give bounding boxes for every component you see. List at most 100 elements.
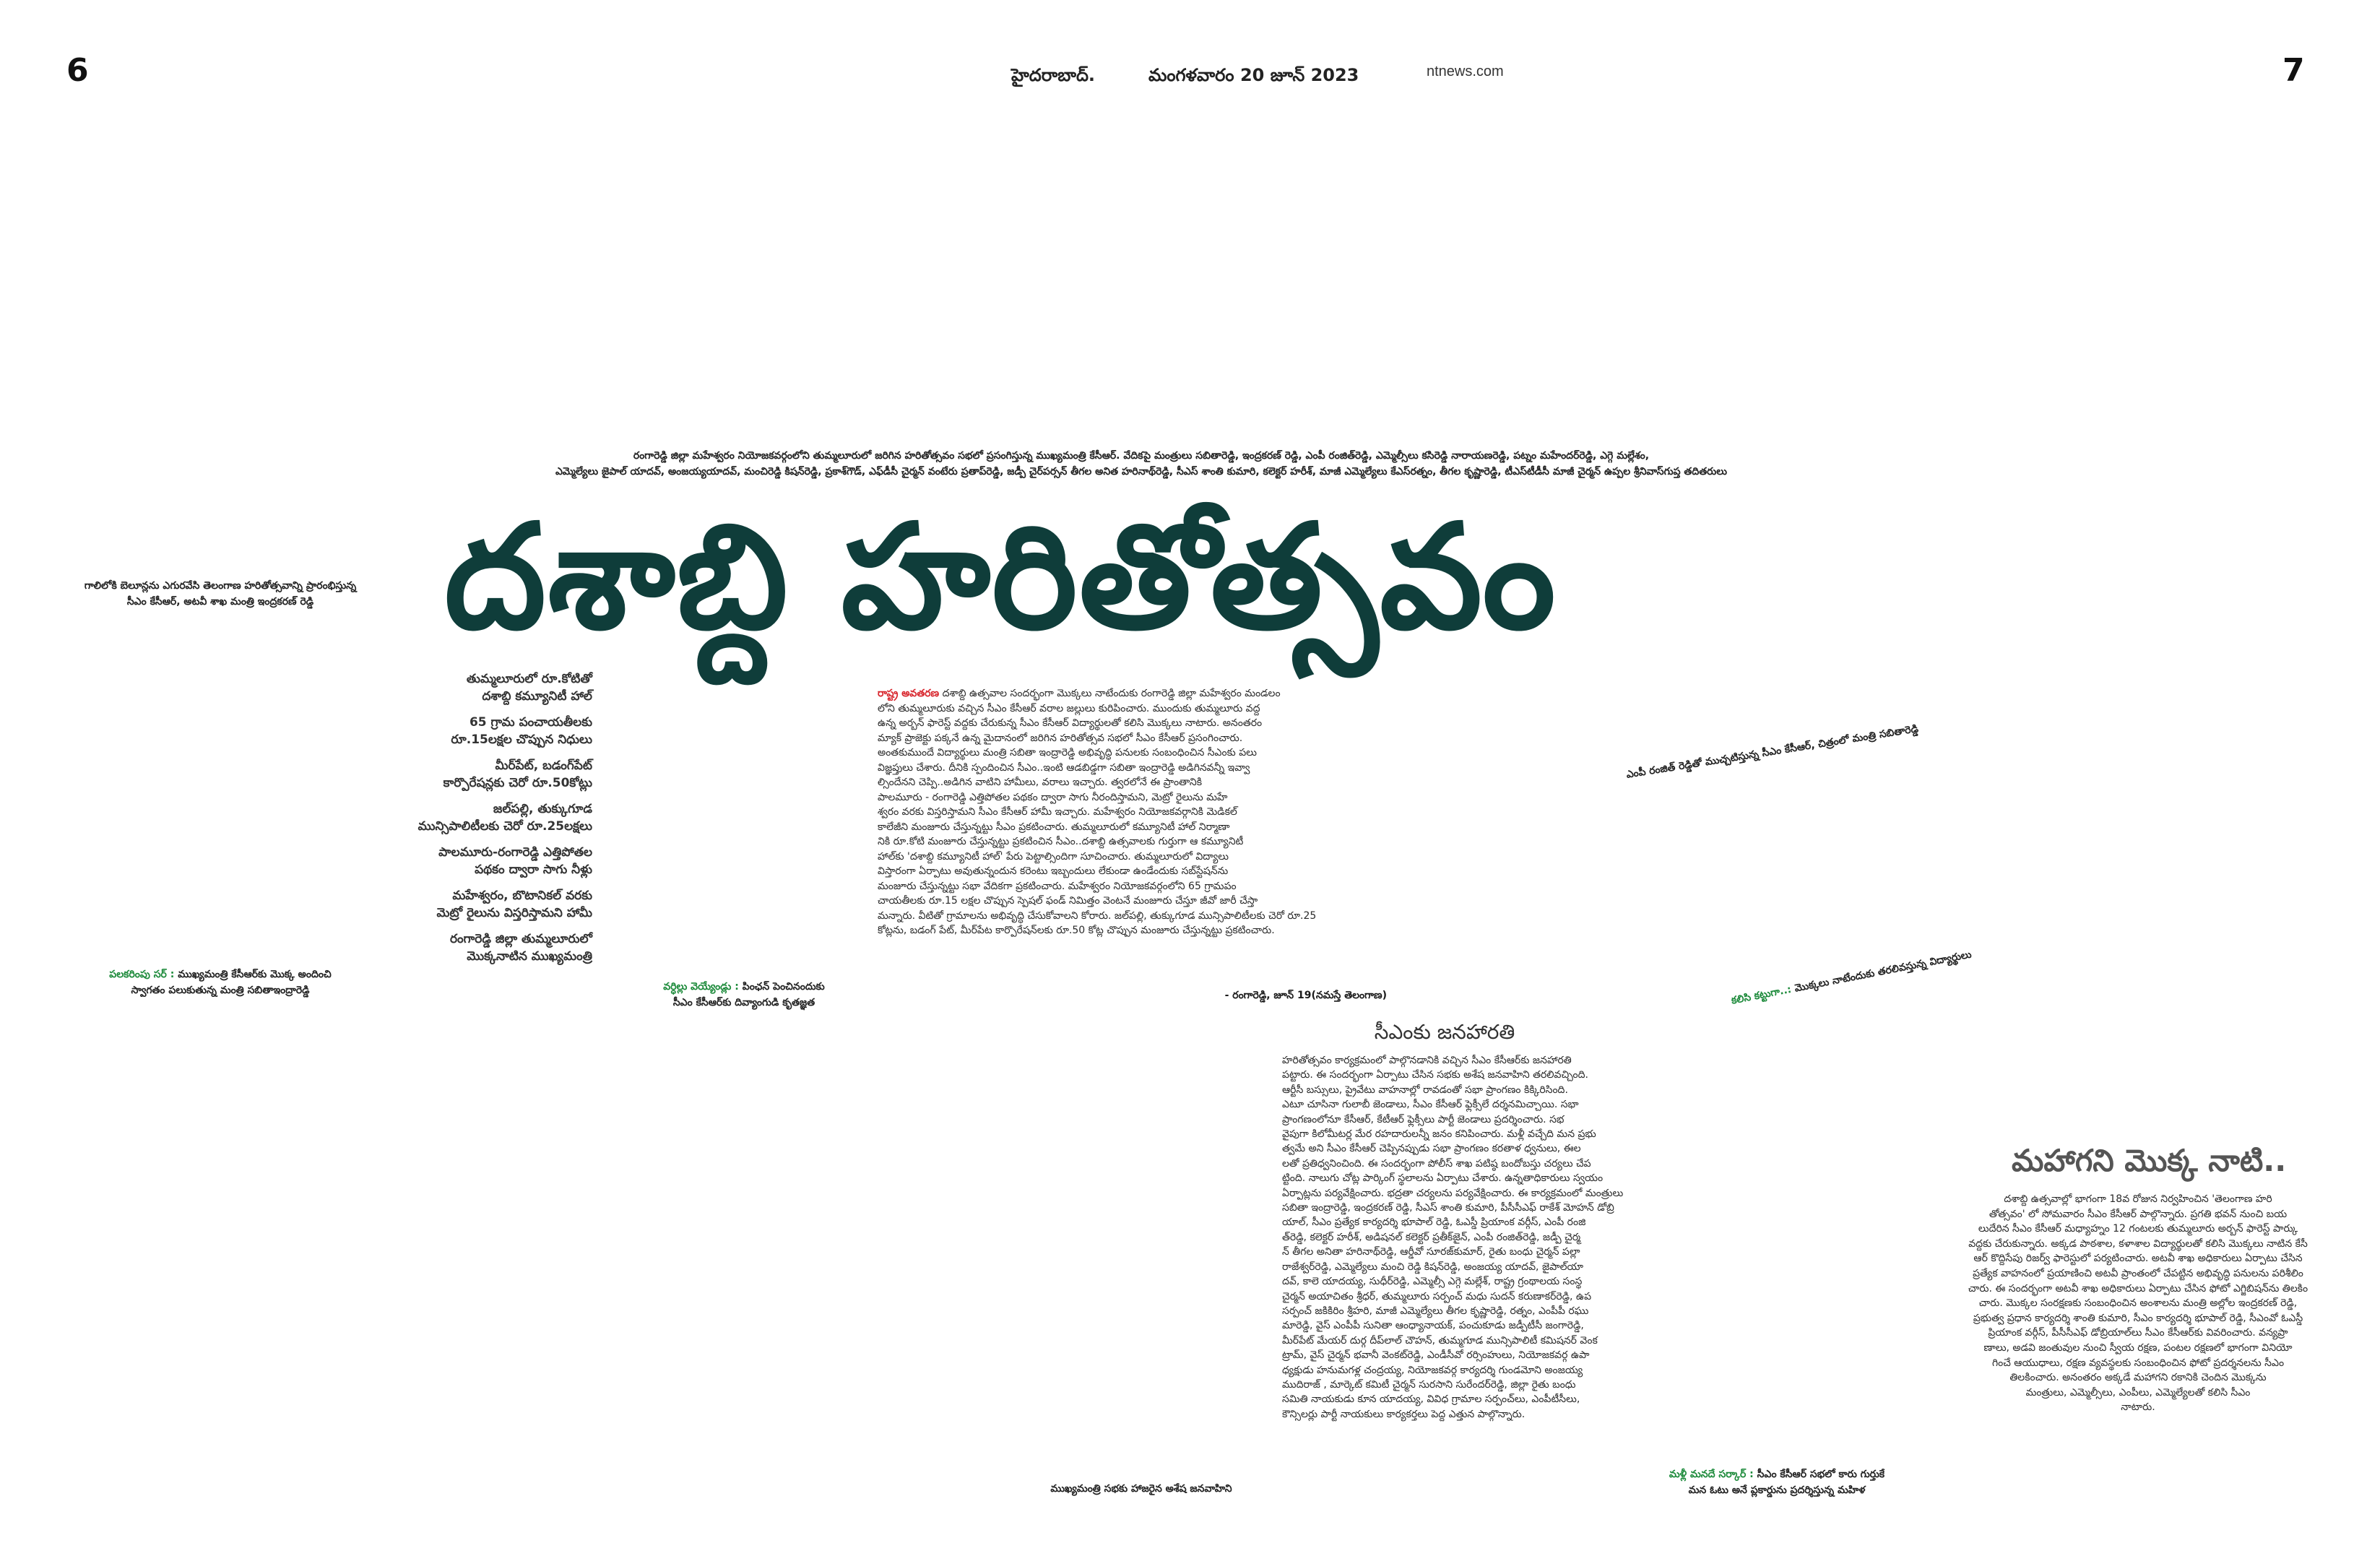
story3-body: దశాబ్ది ఉత్సవాల్లో భాగంగా 18వ రోజున నిర్… <box>1950 1192 2326 1415</box>
story-line: దశాబ్ది ఉత్సవాల్లో భాగంగా 18వ రోజున నిర్… <box>1950 1192 2326 1207</box>
main-story: రాష్ట్ర అవతరణ దశాబ్ది ఉత్సవాల సందర్భంగా … <box>878 686 1387 938</box>
story-line-text: శ్వరం వరకు విస్తరిస్తామని సీఎం కేసీఆర్ హ… <box>878 806 1237 818</box>
story-line-text: ఉన్న అర్బన్ ఫారెస్ట్ వద్దకు చేరుకున్న సీ… <box>878 717 1263 729</box>
page-number-right: 7 <box>2282 52 2305 89</box>
story-line-text: చారు. ఈ సందర్భంగా అటవీ శాఖ అధికారులు ఏర్… <box>1968 1282 2308 1295</box>
story-line-text: అంతకుముందే విద్యార్థులు మంత్రి సబితా ఇంద… <box>878 747 1257 758</box>
caption-crowd: ముఖ్యమంత్రి సభకు హాజరైన అశేష జనవాహిని <box>1050 1483 1232 1495</box>
story-line-text: చైర్మన్ అయాచితం శ్రీధర్, తుమ్మలూరు సర్పం… <box>1282 1290 1592 1302</box>
story-line-text: కోట్లను, బడంగ్ పేట్, మీర్‌పేట కార్పొరేషన… <box>878 925 1275 936</box>
story-line: పట్టారు. ఈ సందర్భంగా ఏర్పాటు చేసిన సభకు … <box>1282 1068 1636 1082</box>
caption-welcome-label: పలకరింపు సర్ : <box>109 969 175 980</box>
story-line: కాలేజీని మంజూరు చేస్తున్నట్టు సీఎం ప్రకట… <box>878 820 1387 835</box>
highlight-line-2: మొక్కనాటిన ముఖ్యమంత్రి <box>467 949 592 964</box>
story-line-text: ల్సిందేనని చెప్పి..అడిగిన వాటిని హామీలు,… <box>878 777 1203 788</box>
story-line-text: ణాలు, అడవి జంతువుల నుంచి స్వీయ రక్షణ, పం… <box>1983 1341 2293 1354</box>
story-line-text: సమితి నాయకుడు కూన యాదయ్య, వివిధ గ్రామాల … <box>1282 1393 1580 1406</box>
story-line: కౌన్సిలర్లు పార్టీ నాయకులు కార్యకర్తలు ప… <box>1282 1407 1636 1422</box>
caption-car-line-2: మన ఓటు అనే ప్లకార్డును ప్రదర్శిస్తున్న మ… <box>1688 1484 1866 1496</box>
story-line: చాయతీలకు రూ.15 లక్షల చొప్పున స్పెషల్ ఫండ… <box>878 894 1387 909</box>
highlight-line-2: కార్పొరేషన్లకు చెరో రూ.50కోట్లు <box>443 776 592 790</box>
story-line: లతో ప్రతిధ్వనించింది. ఈ సందర్భంగా పోలీస్… <box>1282 1157 1636 1171</box>
story-line: పాలమూరు - రంగారెడ్డి ఎత్తిపోతల పథకం ద్వా… <box>878 790 1387 805</box>
story2-title: సీఎంకు జనహారతి <box>1374 1020 1515 1044</box>
story-line-text: ప్రత్యేక వాహనంలో ప్రయాణించి అటవీ ప్రాంతం… <box>1973 1267 2303 1279</box>
story2-body: హరితోత్సవం కార్యక్రమంలో పాల్గొనడానికి వచ… <box>1282 1053 1636 1422</box>
page-number-left: 6 <box>66 52 89 89</box>
story-line-text: వైపుగా కిలోమీటర్ల మేర రహదారులన్నీ జనం కన… <box>1282 1128 1596 1141</box>
story-line-text: పట్టారు. ఈ సందర్భంగా ఏర్పాటు చేసిన సభకు … <box>1282 1069 1588 1081</box>
story-line: ల్సిందేనని చెప్పి..అడిగిన వాటిని హామీలు,… <box>878 775 1387 790</box>
highlight-line-1: 65 గ్రామ పంచాయతీలకు <box>469 715 592 730</box>
highlight-line-1: రంగారెడ్డి జిల్లా తుమ్మలూరులో <box>449 932 592 946</box>
story-line-text: దవ్, కాలె యాదయ్య, సుధీర్‌రెడ్డి, ఎమ్మెల్… <box>1282 1276 1583 1288</box>
story-line-text: లోని తుమ్మలూరుకు వచ్చిన సీఎం కేసీఆర్ వరా… <box>878 702 1260 714</box>
story-line: ప్రాంగణంలోనూ కేసీఆర్, కేటీఆర్ ఫ్లెక్సీలు… <box>1282 1112 1636 1127</box>
story-line: మారెడ్డి, వైస్ ఎంపీపీ సునితా ఆంధ్యానాయక్… <box>1282 1318 1636 1333</box>
main-story-dateline: - రంగారెడ్డి, జూన్ 19(నమస్తే తెలంగాణ) <box>1224 990 1387 1001</box>
story-line-text: నికి రూ.కోటి మంజూరు చేస్తున్నట్టు ప్రకటి… <box>878 836 1244 847</box>
story-line-text: ఆర్ కొద్దిసేపు రిజర్వ్ ఫారెస్టులో పర్యటి… <box>1973 1253 2303 1265</box>
story-line-text: యాల్, సీఎం ప్రత్యేక కార్యదర్శి భూపాల్ రె… <box>1282 1216 1586 1229</box>
highlight-line-1: జల్‌పల్లి, తుక్కుగూడ <box>493 802 592 816</box>
story-line: నాటారు. <box>1950 1400 2326 1415</box>
caption-students-text: మొక్కలు నాటేందుకు తరలివస్తున్న విద్యార్థ… <box>1793 948 1973 995</box>
story-line: ప్రభుత్వ ప్రధాన కార్యదర్శి శాంతి కుమారి,… <box>1950 1311 2326 1326</box>
story-line-text: మ్యాక్ ప్రాజెక్టు పక్కనే ఉన్న మైదానంలో జ… <box>878 732 1243 744</box>
story-line: చైర్మన్ అయాచితం శ్రీధర్, తుమ్మలూరు సర్పం… <box>1282 1289 1636 1304</box>
story-line-text: హరితోత్సవం కార్యక్రమంలో పాల్గొనడానికి వచ… <box>1282 1055 1572 1066</box>
story-line: ప్రియాంక వర్గీస్, పీసీసీఎఫ్ డోబ్రియాల్‌ల… <box>1950 1326 2326 1341</box>
story-line-text: మీర్‌పేట్ మేయర్ దుర్గ దీప్‌లాల్ చౌహన్, త… <box>1282 1334 1598 1347</box>
story-line-text: ట్రామ్, వైస్ చైర్మన్ భవానీ వెంకట్‌రెడ్డి… <box>1282 1349 1590 1362</box>
highlight-line-2: దశాబ్ది కమ్యూనిటీ హాల్ <box>482 689 592 704</box>
story-line-text: ప్రాంగణంలోనూ కేసీఆర్, కేటీఆర్ ఫ్లెక్సీలు… <box>1282 1113 1565 1125</box>
story-line-text: తోత్సవం' లో సోమవారం సీఎం కేసీఆర్ పాల్గొన… <box>1989 1208 2288 1220</box>
story-line-text: విజ్ఞప్తులు చేశారు. దీనికి స్పందించిన సీ… <box>878 761 1250 774</box>
story-line-text: ఆర్టీసీ బస్సులు, ప్రైవేటు వాహనాల్లో రావడ… <box>1282 1084 1568 1096</box>
story-line: మ్యాక్ ప్రాజెక్టు పక్కనే ఉన్న మైదానంలో జ… <box>878 731 1387 746</box>
story-line-text: గించే ఆయుధాలు, రక్షణ వ్యవస్థలకు సంబంధించ… <box>1991 1357 2285 1369</box>
story-line: ఎటూ చూసినా గులాబీ జెండాలు, సీఎం కేసీఆర్ … <box>1282 1097 1636 1112</box>
caption-welcome: పలకరింపు సర్ : ముఖ్యమంత్రి కేసీఆర్‌కు మొ… <box>101 967 339 998</box>
story-line-text: మారెడ్డి, వైస్ ఎంపీపీ సునితా ఆంధ్యానాయక్… <box>1282 1320 1584 1332</box>
highlight-line-1: మహేశ్వరం, బొటానికల్ వరకు <box>452 889 592 903</box>
highlight-item: 65 గ్రామ పంచాయతీలకురూ.15లక్షల చొప్పున ని… <box>376 714 592 748</box>
story-line: కోట్లను, బడంగ్ పేట్, మీర్‌పేట కార్పొరేషన… <box>878 923 1387 938</box>
caption-pension-line-2: సీఎం కేసీఆర్‌కు దివ్యాంగుడి కృతజ్ఞత <box>672 997 815 1008</box>
story-line: ఆర్ కొద్దిసేపు రిజర్వ్ ఫారెస్టులో పర్యటి… <box>1950 1251 2326 1266</box>
story-line: వైపుగా కిలోమీటర్ల మేర రహదారులన్నీ జనం కన… <box>1282 1127 1636 1141</box>
caption-welcome-line-2: స్వాగతం పలుకుతున్న మంత్రి సబితాఇంద్రారెడ… <box>131 985 310 996</box>
story-line-text: రాజేశ్వర్‌రెడ్డి, ఎమ్మెల్యేలు మంచి రెడ్డ… <box>1282 1261 1584 1273</box>
story-line-text: ధ్యక్షుడు హనుమగళ్ల చంద్రయ్య, నియోజకవర్గ … <box>1282 1364 1583 1376</box>
story-line-text: చారు. మొక్కల సంరక్షణకు సంబంధించిన అంశాలన… <box>1978 1297 2298 1310</box>
story-line-text: ఎటూ చూసినా గులాబీ జెండాలు, సీఎం కేసీఆర్ … <box>1282 1099 1579 1111</box>
story-line: లుదేరిన సీఎం కేసీఆర్ మధ్యాహ్నం 12 గంటలకు… <box>1950 1222 2326 1237</box>
story-line: శ్వరం వరకు విస్తరిస్తామని సీఎం కేసీఆర్ హ… <box>878 805 1387 820</box>
highlight-item: మీర్‌పేట్, బడంగ్‌పేట్కార్పొరేషన్లకు చెరో… <box>376 757 592 792</box>
story-line: మన్నారు. వీటితో గ్రామాలను అభివృద్ధి చేసు… <box>878 909 1387 924</box>
story-line: ధ్యక్షుడు హనుమగళ్ల చంద్రయ్య, నియోజకవర్గ … <box>1282 1363 1636 1378</box>
caption-welcome-line-1: ముఖ్యమంత్రి కేసీఆర్‌కు మొక్క అందించి <box>178 969 332 980</box>
top-photo-caption: రంగారెడ్డి జిల్లా మహేశ్వరం నియోజకవర్గంలో… <box>491 448 1791 480</box>
story-line: రాష్ట్ర అవతరణ దశాబ్ది ఉత్సవాల సందర్భంగా … <box>878 686 1387 701</box>
story-line: ఉన్న అర్బన్ ఫారెస్ట్ వద్దకు చేరుకున్న సీ… <box>878 716 1387 731</box>
story-line: గించే ఆయుధాలు, రక్షణ వ్యవస్థలకు సంబంధించ… <box>1950 1356 2326 1371</box>
photo-caption-balloons-line-2: సీఎం కేసీఆర్, అటవీ శాఖ మంత్రి ఇంద్రకరణ్ … <box>126 596 314 608</box>
story-line-text: మంత్రులు, ఎమ్మెల్సీలు, ఎంపీలు, ఎమ్మెల్యే… <box>2025 1386 2251 1399</box>
caption-pension-label: వర్ధిల్లు వెయ్యేండ్లు : <box>663 981 739 993</box>
story-line: రాజేశ్వర్‌రెడ్డి, ఎమ్మెల్యేలు మంచి రెడ్డ… <box>1282 1260 1636 1274</box>
header-city: హైదరాబాద్. <box>1011 65 1096 85</box>
story-line-text: మన్నారు. వీటితో గ్రామాలను అభివృద్ధి చేసు… <box>878 909 1317 922</box>
story-line: దవ్, కాలె యాదయ్య, సుధీర్‌రెడ్డి, ఎమ్మెల్… <box>1282 1274 1636 1289</box>
caption-car: మళ్లీ మనదే సర్కార్ : సీఎం కేసీఆర్ సభలో క… <box>1654 1466 1900 1498</box>
caption-students-label: కలిసి కట్టుగా..: <box>1730 983 1793 1007</box>
story-line: మంజూరు చేస్తున్నట్టు సభా వేదికగా ప్రకటిం… <box>878 879 1387 894</box>
story-line: త్వమే అని సీఎం కేసీఆర్ చెప్పినప్పుడు సభా… <box>1282 1141 1636 1156</box>
story-line-text: విస్తారంగా ఏర్పాటు అవుతున్నందున కరెంటు ఇ… <box>878 865 1229 877</box>
story-line: లోని తుమ్మలూరుకు వచ్చిన సీఎం కేసీఆర్ వరా… <box>878 701 1387 717</box>
story-line-text: ప్రియాంక వర్గీస్, పీసీసీఎఫ్ డోబ్రియాల్‌ల… <box>1988 1327 2288 1339</box>
story-line: హాల్‌కు 'దశాబ్ది కమ్యూనిటీ హాల్' పేరు పె… <box>878 850 1387 865</box>
highlight-line-1: తుమ్మలూరులో రూ.కోటితో <box>466 672 592 686</box>
